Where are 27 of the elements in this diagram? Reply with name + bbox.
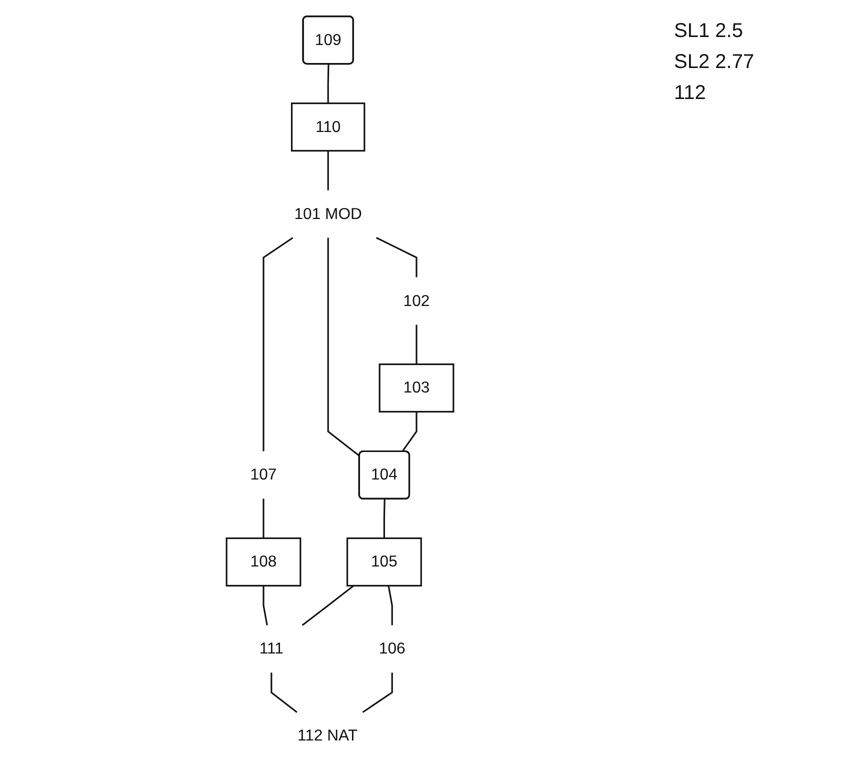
connector [327, 64, 330, 104]
node-box: 105 [346, 537, 422, 586]
connector [383, 499, 386, 538]
node-text: 101 MOD [294, 205, 362, 223]
note-text: 112 [674, 82, 707, 105]
connector [270, 672, 298, 713]
connector [327, 238, 360, 457]
node-box: 108 [226, 537, 302, 586]
connector [402, 412, 418, 452]
connector [388, 586, 393, 626]
node-text: 106 [378, 640, 406, 658]
node-text: 107 [250, 466, 277, 484]
node-text: 112 NAT [297, 727, 358, 745]
note-text: SL2 2.77 [674, 51, 756, 74]
node-box: 103 [378, 363, 454, 413]
connector [327, 150, 329, 190]
connector [262, 586, 268, 626]
connector [302, 585, 354, 626]
node-text: 102 [403, 292, 430, 310]
connector [416, 324, 418, 364]
connector [262, 498, 264, 538]
connector [262, 237, 294, 452]
node-text: 111 [259, 640, 284, 658]
note-text: SL1 2.5 [674, 20, 744, 43]
connector [376, 237, 418, 278]
node-box: 110 [290, 102, 366, 152]
connector [362, 672, 393, 713]
